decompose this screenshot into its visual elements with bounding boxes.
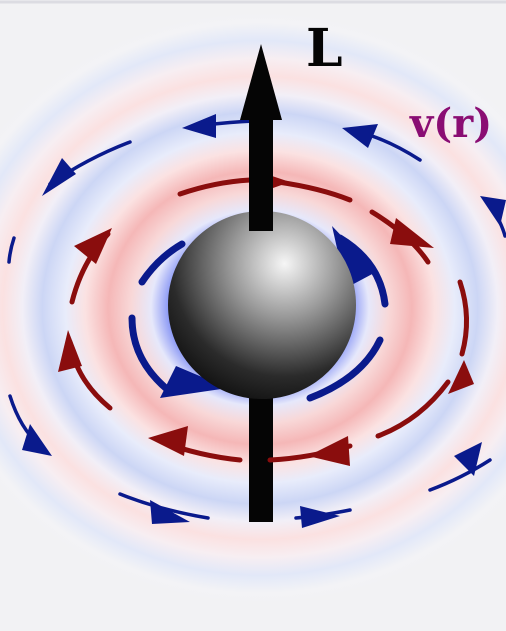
arrow-up-icon	[240, 44, 282, 120]
sphere-icon	[168, 211, 356, 399]
outer-blue-ring-arrowheads	[22, 114, 506, 528]
angular-momentum-label: L	[306, 18, 343, 79]
velocity-field-label: v(r)	[409, 100, 492, 147]
